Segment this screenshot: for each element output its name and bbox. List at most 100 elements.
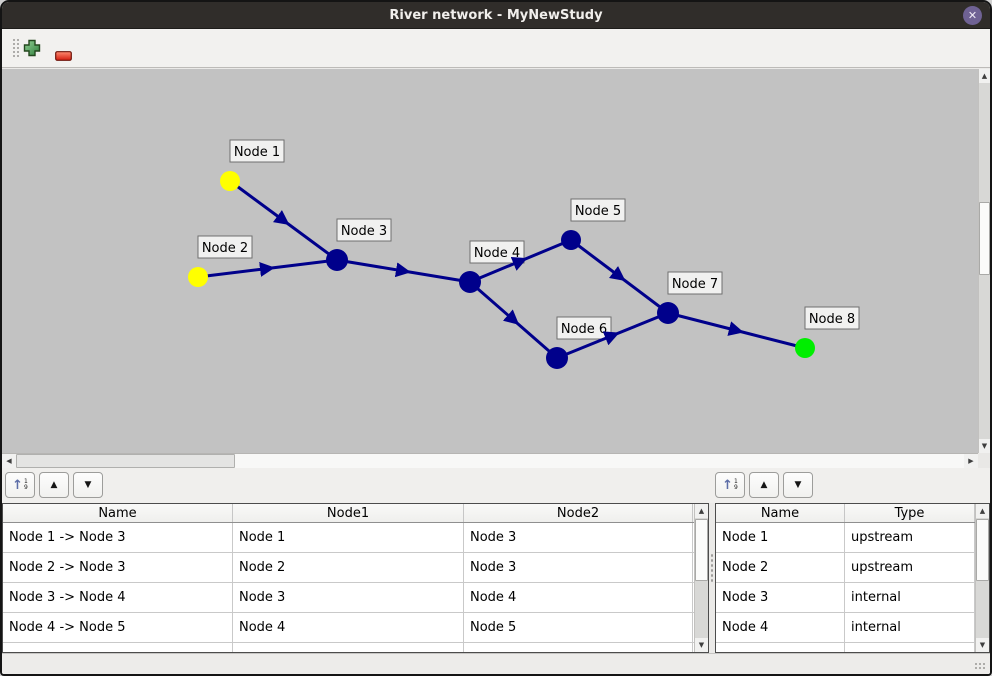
river-edge[interactable]: [469, 238, 572, 284]
plus-icon: [23, 39, 41, 57]
column-header-node2[interactable]: Node2: [464, 504, 693, 522]
triangle-up-icon: ▲: [760, 479, 768, 490]
scroll-up-button[interactable]: ▲: [976, 504, 989, 518]
left-table-move-down-button[interactable]: ▼: [73, 472, 103, 498]
scroll-up-button[interactable]: ▲: [695, 504, 708, 518]
left-table-move-up-button[interactable]: ▲: [39, 472, 69, 498]
right-table-move-up-button[interactable]: ▲: [749, 472, 779, 498]
column-header-name[interactable]: Name: [3, 504, 233, 522]
river-edge[interactable]: [197, 258, 338, 279]
node-label: Node 3: [336, 218, 392, 242]
triangle-left-icon: ◀: [6, 456, 12, 465]
status-bar: [2, 653, 990, 674]
column-header-name[interactable]: Name: [716, 504, 845, 522]
scroll-thumb[interactable]: [979, 202, 990, 275]
table-cell: Node 4: [233, 613, 464, 642]
table-row[interactable]: [3, 643, 708, 652]
river-edge[interactable]: [556, 311, 669, 360]
reaches-table-scrollbar: ▲ ▼: [694, 504, 708, 652]
node-label: Node 2: [197, 235, 253, 259]
node-label: Node 1: [229, 139, 285, 163]
river-node[interactable]: [657, 302, 679, 324]
table-cell: Node 3 -> Node 4: [3, 583, 233, 612]
toolbar-grip-handle[interactable]: [12, 38, 19, 59]
column-header-node1[interactable]: Node1: [233, 504, 464, 522]
scroll-down-button[interactable]: ▼: [976, 638, 989, 652]
scroll-thumb[interactable]: [976, 519, 989, 581]
close-button[interactable]: ✕: [963, 6, 982, 25]
scroll-down-button[interactable]: ▼: [695, 638, 708, 652]
river-node[interactable]: [546, 347, 568, 369]
titlebar: River network - MyNewStudy ✕: [2, 2, 990, 29]
scroll-thumb[interactable]: [695, 519, 708, 581]
triangle-down-icon: ▼: [84, 479, 92, 490]
river-edge[interactable]: [336, 258, 471, 284]
scroll-track[interactable]: [16, 454, 964, 468]
scroll-track[interactable]: [976, 518, 989, 638]
table-cell: Node 4 -> Node 5: [3, 613, 233, 642]
node-label: Node 6: [556, 316, 612, 340]
table-cell: Node 5: [464, 613, 693, 642]
river-edge[interactable]: [469, 280, 558, 360]
column-header-type[interactable]: Type: [845, 504, 975, 522]
window-title: River network - MyNewStudy: [389, 7, 603, 23]
table-cell: Node 4: [716, 613, 845, 642]
scroll-left-button[interactable]: ◀: [2, 454, 16, 468]
triangle-down-icon: ▼: [698, 640, 705, 649]
minus-icon: [55, 51, 72, 61]
table-cell: Node 3: [233, 583, 464, 612]
river-edge[interactable]: [570, 238, 669, 315]
table-cell: [845, 643, 975, 652]
river-node[interactable]: [795, 338, 815, 358]
scroll-up-button[interactable]: ▲: [979, 69, 990, 83]
table-row[interactable]: [716, 643, 989, 652]
river-node[interactable]: [561, 230, 581, 250]
node-label-text: Node 2: [202, 241, 248, 256]
nodes-table-scrollbar: ▲ ▼: [975, 504, 989, 652]
node-label-text: Node 8: [809, 312, 855, 327]
triangle-up-icon: ▲: [698, 506, 705, 515]
triangle-up-icon: ▲: [979, 506, 986, 515]
scroll-right-button[interactable]: ▶: [964, 454, 978, 468]
node-label-text: Node 7: [672, 277, 718, 292]
scroll-down-button[interactable]: ▼: [979, 439, 990, 453]
river-node[interactable]: [326, 249, 348, 271]
node-label-text: Node 6: [561, 322, 607, 337]
scroll-track[interactable]: [695, 518, 708, 638]
add-node-button[interactable]: [23, 39, 41, 61]
scroll-track[interactable]: [979, 83, 990, 439]
node-label: Node 4: [469, 240, 525, 264]
node-label: Node 7: [667, 271, 723, 295]
remove-node-button[interactable]: [55, 46, 72, 65]
river-node[interactable]: [188, 267, 208, 287]
vertical-splitter-handle[interactable]: [710, 553, 715, 583]
scroll-thumb[interactable]: [16, 454, 235, 468]
table-cell: Node 3: [716, 583, 845, 612]
river-edge[interactable]: [229, 179, 338, 262]
river-edge[interactable]: [667, 311, 806, 350]
right-table-move-down-button[interactable]: ▼: [783, 472, 813, 498]
river-node[interactable]: [459, 271, 481, 293]
resize-grip-icon[interactable]: [974, 662, 986, 671]
triangle-down-icon: ▼: [794, 479, 802, 490]
triangle-down-icon: ▼: [979, 640, 986, 649]
river-node[interactable]: [220, 171, 240, 191]
triangle-right-icon: ▶: [968, 456, 974, 465]
